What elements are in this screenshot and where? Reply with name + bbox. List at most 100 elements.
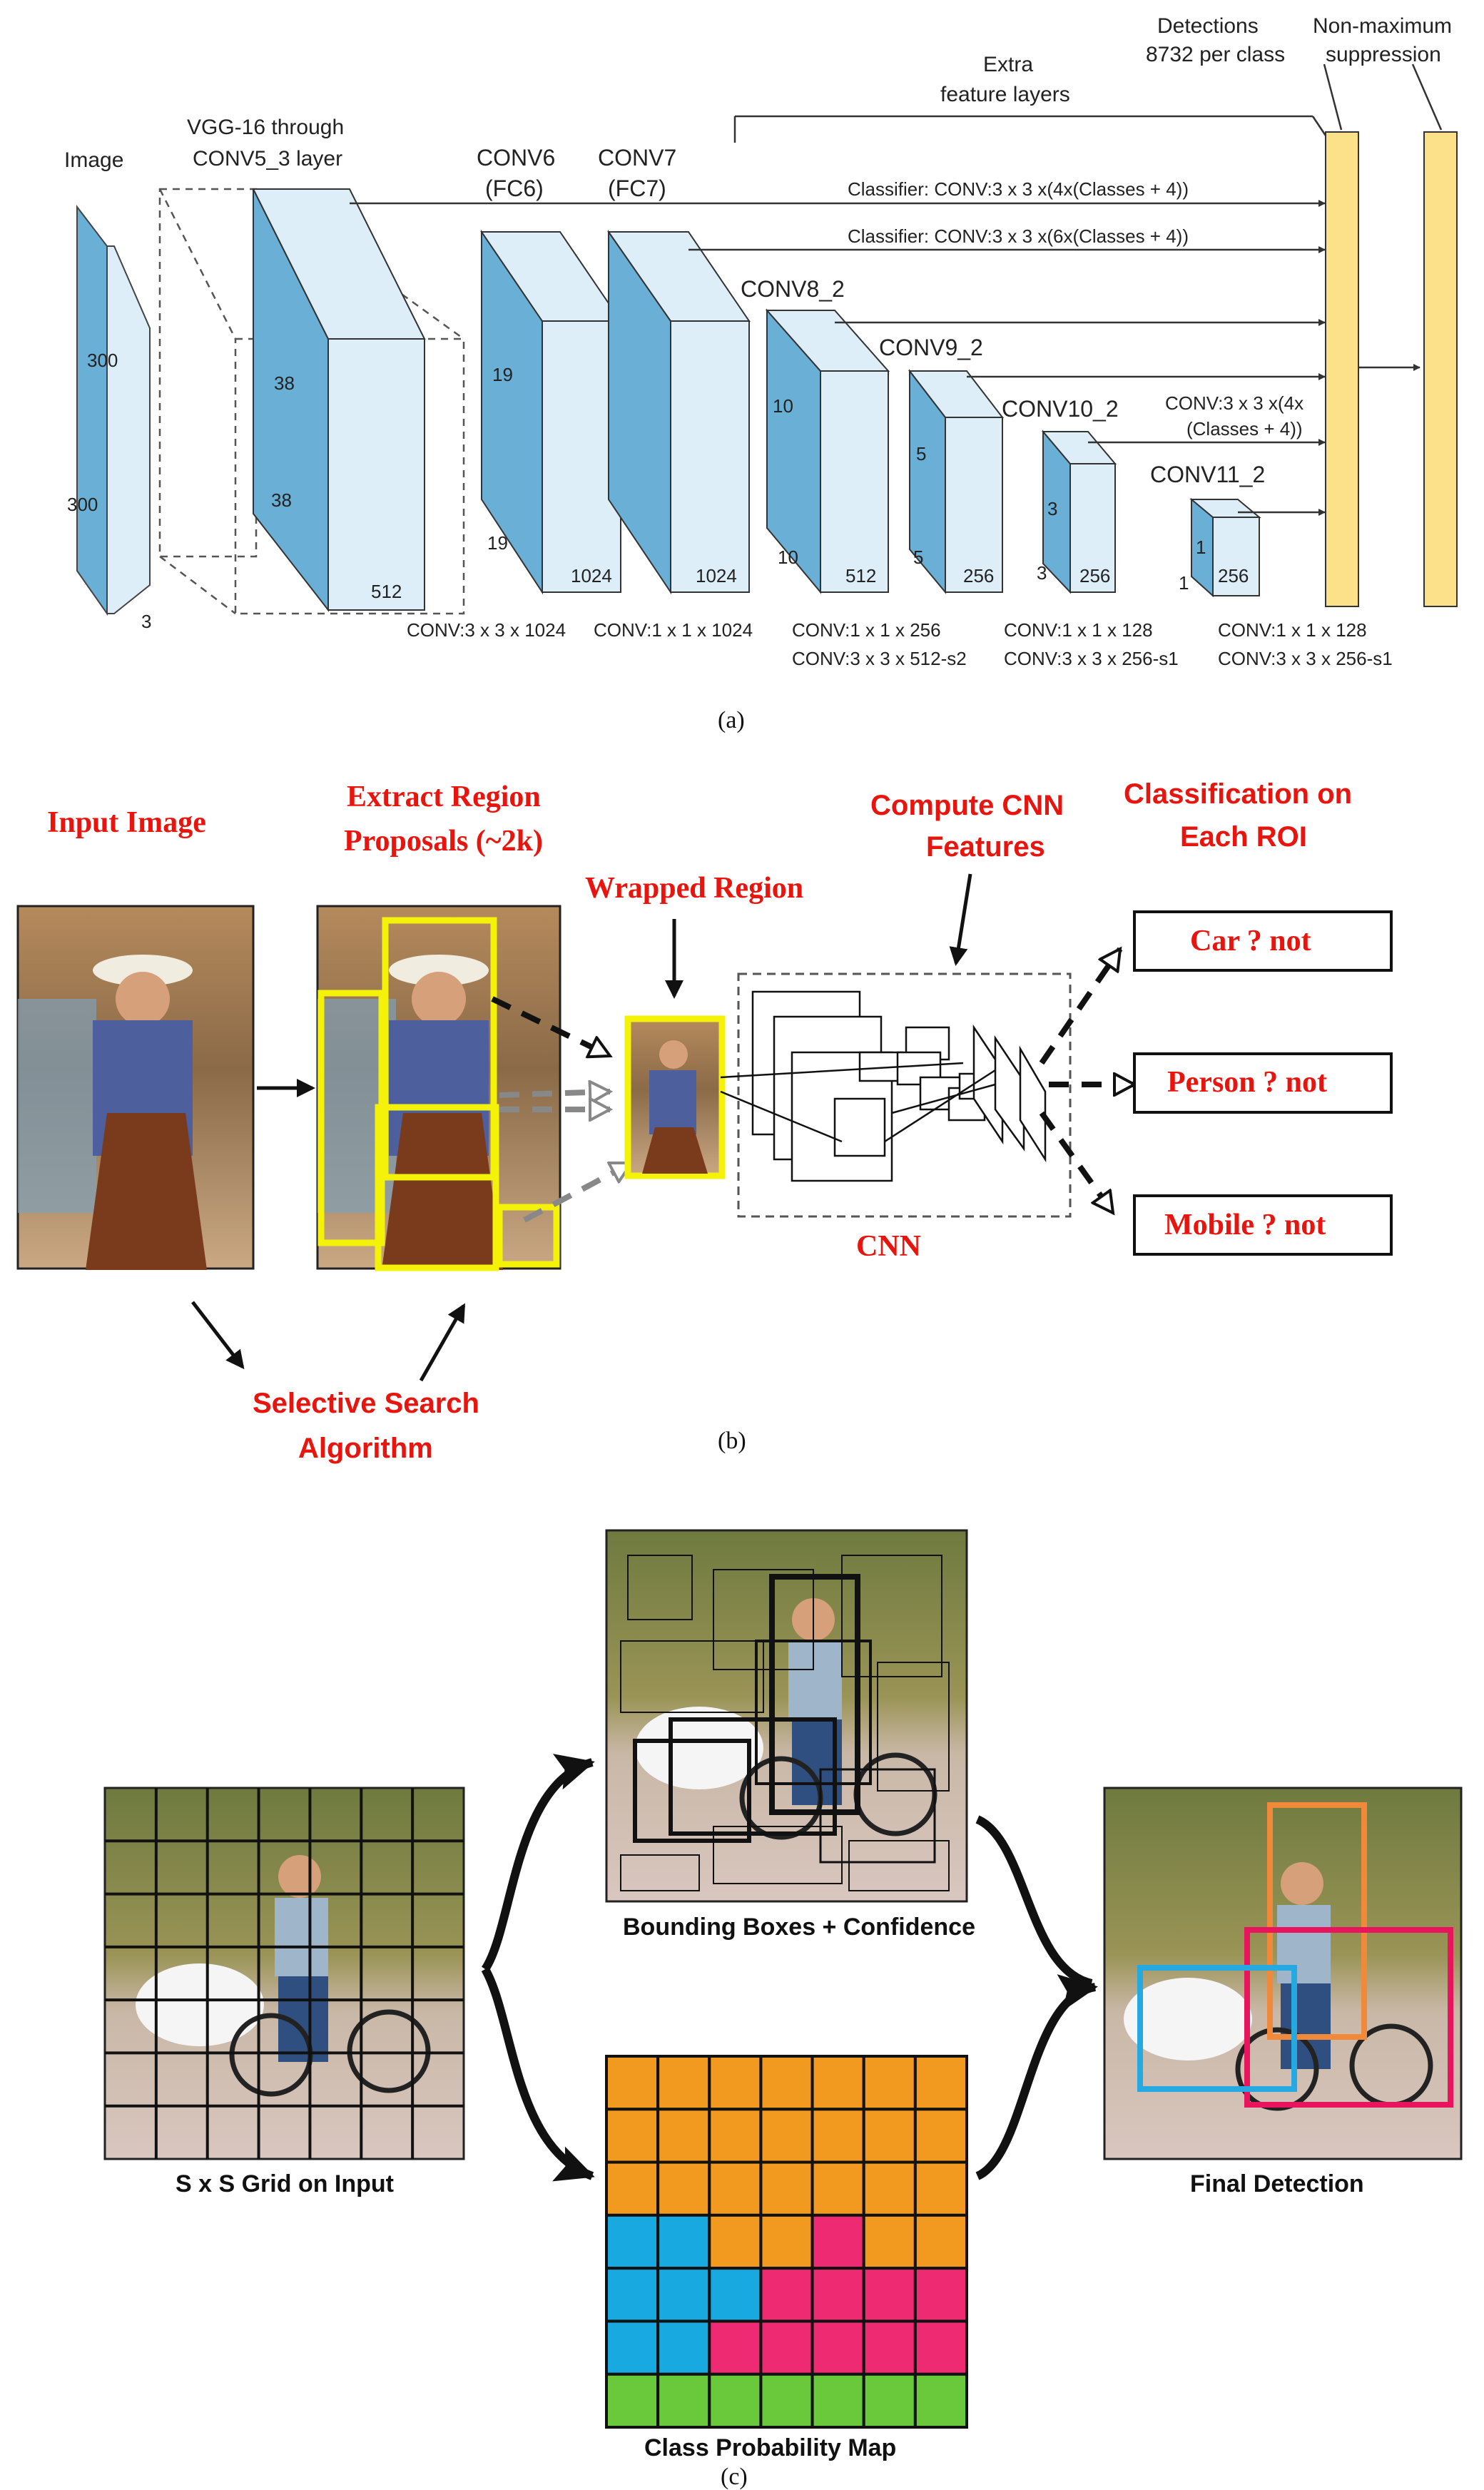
prob-cell xyxy=(656,2319,711,2376)
cls-arrow-mobile xyxy=(1039,1111,1116,1213)
prob-cell xyxy=(862,2055,917,2111)
panel-b-caption: (b) xyxy=(718,1428,746,1454)
conv11-label: CONV11_2 xyxy=(1150,462,1265,487)
prob-cell xyxy=(810,2108,865,2164)
prob-cell xyxy=(605,2267,660,2323)
conv7-label-2: (FC7) xyxy=(608,176,666,201)
conv11-op-2: CONV:3 x 3 x 256-s1 xyxy=(1218,648,1393,669)
conv9-front xyxy=(945,417,1003,593)
conv8-front xyxy=(820,370,889,593)
panel-b-rcnn: Input Image Extract Region Proposals (~2… xyxy=(16,778,1393,1464)
conv8-op-2: CONV:3 x 3 x 512-s2 xyxy=(792,648,967,669)
conv10-op-2: CONV:3 x 3 x 256-s1 xyxy=(1004,648,1179,669)
panel-a-ssd-architecture: Image 300 300 3 VGG-16 through CONV5_3 l… xyxy=(64,14,1458,733)
conv11-dim-a: 1 xyxy=(1196,537,1206,558)
prob-cell xyxy=(708,2319,763,2376)
curly-arrow-right-bot xyxy=(975,1974,1098,2180)
panel-c-yolo: S x S Grid on Input xyxy=(103,1529,1463,2490)
conv6-dim-a: 19 xyxy=(492,364,513,385)
dashed-arrow-low xyxy=(523,1160,631,1223)
extra-layers-bracket xyxy=(733,115,1327,143)
input-image-title: Input Image xyxy=(47,806,206,839)
prob-cell xyxy=(708,2055,763,2111)
selective-arrow-down xyxy=(191,1301,245,1370)
classify-title-2: Each ROI xyxy=(1180,821,1307,853)
dashed-arrow-top xyxy=(491,996,610,1059)
classifier-1-text: Classifier: CONV:3 x 3 x(4x(Classes + 4)… xyxy=(848,178,1189,200)
final-detection-photo xyxy=(1103,1787,1463,2160)
conv7-op: CONV:1 x 1 x 1024 xyxy=(594,619,753,641)
prob-cell xyxy=(913,2372,969,2429)
curly-arrow-down xyxy=(481,1967,595,2182)
curly-arrow-up xyxy=(481,1754,595,1972)
grid-input-label: S x S Grid on Input xyxy=(176,2170,394,2197)
vgg-dim-a: 38 xyxy=(274,372,295,394)
candidate-boxes xyxy=(620,1555,950,1891)
prob-cell xyxy=(759,2108,814,2164)
prob-cell xyxy=(862,2267,917,2323)
bbox-photo xyxy=(605,1529,968,1903)
prob-cell xyxy=(913,2267,969,2323)
vgg-dim-b: 38 xyxy=(271,489,292,511)
prob-cell xyxy=(656,2213,711,2270)
final-detection-label: Final Detection xyxy=(1190,2170,1364,2197)
conv8-depth: 512 xyxy=(845,565,876,586)
cnn-dashed-box xyxy=(737,972,1072,1218)
prob-cell xyxy=(759,2055,814,2111)
detections-label-2: 8732 per class xyxy=(1146,43,1285,66)
conv10-op-1: CONV:1 x 1 x 128 xyxy=(1004,619,1153,641)
curly-arrow-right-top xyxy=(975,1815,1093,1988)
prob-cell xyxy=(913,2108,969,2164)
prob-cell xyxy=(708,2372,763,2429)
image-depth: 3 xyxy=(141,611,151,632)
result-box-person xyxy=(1133,1052,1393,1114)
arrow-compute-down xyxy=(949,873,972,966)
prob-cell xyxy=(605,2160,660,2217)
compute-title-2: Features xyxy=(926,831,1045,863)
conv10-front xyxy=(1069,463,1116,593)
detections-bar xyxy=(1325,131,1359,607)
vgg-label-1: VGG-16 through xyxy=(187,116,344,139)
prob-cell xyxy=(862,2372,917,2429)
prob-cell xyxy=(913,2160,969,2217)
nms-bar xyxy=(1423,131,1458,607)
prob-cell xyxy=(913,2055,969,2111)
prob-cell xyxy=(913,2213,969,2270)
result-car: Car ? not xyxy=(1190,925,1311,957)
prob-cell xyxy=(708,2213,763,2270)
conv8-label: CONV8_2 xyxy=(741,276,845,302)
image-label: Image xyxy=(64,148,123,172)
conv7-label-1: CONV7 xyxy=(598,145,676,171)
prob-cell xyxy=(656,2108,711,2164)
conv7-front xyxy=(670,320,750,593)
bbox-label: Bounding Boxes + Confidence xyxy=(623,1914,975,1941)
prob-cell xyxy=(605,2213,660,2270)
conv6-op: CONV:3 x 3 x 1024 xyxy=(407,619,566,641)
prob-cell xyxy=(810,2372,865,2429)
vgg-label-2: CONV5_3 layer xyxy=(193,147,342,171)
conv9-dim-a: 5 xyxy=(916,443,926,464)
selective-title-1: Selective Search xyxy=(253,1388,479,1419)
prob-cell xyxy=(656,2055,711,2111)
dashed-arrow-mid xyxy=(499,1092,610,1095)
cnn-label: CNN xyxy=(856,1230,921,1263)
classifier-3-text-1: CONV:3 x 3 x(4x xyxy=(1165,392,1303,414)
prob-map-label: Class Probability Map xyxy=(644,2434,896,2461)
classifier-arrows xyxy=(350,200,1421,516)
class-probability-map xyxy=(605,2055,969,2429)
result-person: Person ? not xyxy=(1167,1066,1327,1099)
selective-arrow-up xyxy=(419,1303,466,1382)
compute-title-1: Compute CNN xyxy=(870,790,1064,821)
prob-cell xyxy=(810,2267,865,2323)
conv11-front xyxy=(1212,517,1260,596)
prob-cell xyxy=(810,2160,865,2217)
prob-cell xyxy=(759,2160,814,2217)
nms-label-2: suppression xyxy=(1326,43,1441,66)
prob-cell xyxy=(605,2372,660,2429)
prob-cell xyxy=(862,2160,917,2217)
conv9-dim-b: 5 xyxy=(913,547,923,568)
result-mobile: Mobile ? not xyxy=(1164,1209,1326,1241)
conv10-depth: 256 xyxy=(1079,565,1110,586)
prob-cell xyxy=(605,2055,660,2111)
